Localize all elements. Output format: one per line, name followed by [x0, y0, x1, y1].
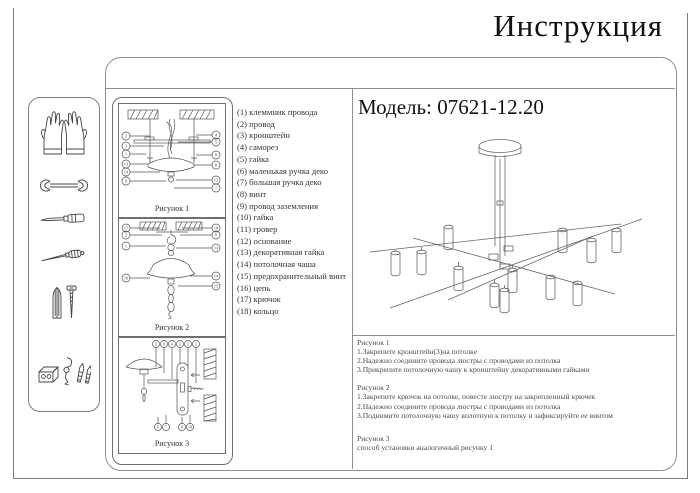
instruction-section-title: Рисунок 3	[357, 433, 390, 443]
callout-number: 9	[215, 233, 217, 238]
callout-number: 1	[195, 342, 197, 347]
callout-number: 13	[214, 246, 218, 251]
wall-plug-screw-icon	[29, 283, 99, 323]
callout-number: 5	[155, 342, 157, 347]
instruction-section: Рисунок 3 способ установки аналогичный р…	[357, 434, 659, 452]
callout-number: 16	[124, 276, 129, 281]
callout-number: 18	[214, 226, 218, 231]
callout-number: 2	[125, 134, 127, 139]
part-item: (18) кольцо	[237, 305, 279, 316]
tools-sidebar	[28, 97, 100, 412]
callout-number: 13	[124, 162, 128, 167]
figure-3-caption: Рисунок 3	[154, 439, 190, 448]
callout-number: 1	[125, 152, 127, 157]
callout-number: 9	[215, 153, 217, 158]
instruction-step: 1.Закрепите кронштейн(3)на потолке	[357, 347, 477, 357]
figure-3: 5 9 4 3 2 1 6 7 8 10 Рисунок 3	[118, 336, 226, 454]
part-item: (9) провод заземления	[237, 200, 319, 211]
instruction-step: способ установки аналогичный рисунку 1	[357, 442, 494, 452]
header-separator	[106, 88, 675, 89]
page-title: Инструкция	[493, 8, 663, 43]
callout-number: 1	[125, 244, 127, 249]
gloves-icon	[29, 108, 99, 158]
instruction-section-title: Рисунок 1	[357, 338, 390, 347]
instructions-separator	[353, 335, 675, 336]
page-bottom-rule	[13, 478, 688, 479]
assembly-instructions: Рисунок 1 1.Закрепите кронштейн(3)на пот…	[357, 338, 659, 461]
fasteners-icon	[29, 350, 99, 396]
part-item: (13) декоративная гайка	[237, 247, 325, 258]
part-item: (3) кронштейн	[237, 130, 290, 141]
callout-number: 3	[125, 144, 127, 149]
callout-number: 5	[215, 140, 217, 145]
part-item: (17) крючок	[237, 294, 281, 305]
callout-number: 4	[215, 133, 218, 138]
figure-1-caption: Рисунок 1	[154, 204, 190, 213]
callout-number: 2	[187, 342, 189, 347]
awl-icon	[29, 246, 99, 266]
chandelier-drawing	[353, 128, 675, 333]
callout-number: 10	[188, 425, 192, 430]
callout-number: 15	[214, 284, 218, 289]
part-item: (5) гайка	[237, 153, 269, 164]
instruction-step: 3.Прикрепите потолочную чашу к кронштейн…	[357, 365, 590, 375]
figure-2: 17 2 1 16 18 9 13 14 15 Рисунок 2	[118, 217, 226, 338]
content-frame	[105, 57, 677, 471]
parts-list: (1) клеммник провода (2) провод (3) крон…	[237, 107, 347, 318]
part-item: (11) гровер	[237, 224, 278, 235]
wrench-icon	[29, 178, 99, 194]
callout-number: 7	[165, 425, 168, 430]
part-item: (4) саморез	[237, 142, 279, 153]
part-item: (12) основание	[237, 235, 292, 246]
callout-number: 6	[157, 425, 160, 430]
instruction-step: 1.Закрепите крючок на потолке, повесте л…	[357, 392, 596, 402]
callout-number: 8	[181, 425, 183, 430]
callout-number: 9	[163, 342, 165, 347]
callout-number: 6	[125, 179, 128, 184]
flat-screwdriver-icon	[29, 211, 99, 227]
instruction-section: Рисунок 1 1.Закрепите кронштейн(3)на пот…	[357, 338, 659, 374]
instruction-section: Рисунок 2 1.Закрепите крючок на потолке,…	[357, 383, 659, 419]
callout-number: 4	[171, 342, 174, 347]
part-item: (10) гайка	[237, 212, 274, 223]
callout-number: 7	[215, 186, 218, 191]
part-item: (2) провод	[237, 118, 275, 129]
lamp-cylinders	[390, 224, 622, 314]
instruction-section-title: Рисунок 2	[357, 383, 390, 393]
figure-1: 2 3 1 13 14 6 4 5 9 8 12 7 Рисунок 1	[118, 103, 226, 219]
part-item: (7) большая ручка деко	[237, 177, 322, 188]
column-separator	[352, 88, 353, 469]
instruction-step: 2.Надежно соедините провода люстры с про…	[357, 356, 561, 366]
part-item: (15) предохранительный винт	[237, 270, 347, 281]
part-item: (8) винт	[237, 188, 267, 199]
callout-number: 2	[125, 233, 127, 238]
part-item: (14) потолочная чаша	[237, 259, 316, 270]
callout-number: 14	[214, 274, 219, 279]
instruction-step: 2.Надежно соедините провода люстры с про…	[357, 401, 561, 411]
callout-number: 14	[124, 170, 129, 175]
callout-number: 3	[179, 342, 181, 347]
callout-number: 17	[124, 226, 129, 231]
part-item: (1) клеммник провода	[237, 107, 318, 117]
model-heading: Модель: 07621-12.20	[358, 95, 544, 119]
callout-number: 8	[215, 163, 217, 168]
part-item: (16) цепь	[237, 282, 271, 293]
figures-panel: 2 3 1 13 14 6 4 5 9 8 12 7 Рисунок 1	[112, 97, 233, 465]
page-left-rule	[13, 8, 14, 479]
page-right-rule	[687, 13, 688, 479]
part-item: (6) маленькая ручка деко	[237, 165, 329, 176]
figure-2-caption: Рисунок 2	[154, 323, 190, 332]
instruction-step: 3.Поднимите потолочную чашу вплотную к п…	[357, 410, 613, 420]
callout-number: 12	[214, 178, 218, 183]
